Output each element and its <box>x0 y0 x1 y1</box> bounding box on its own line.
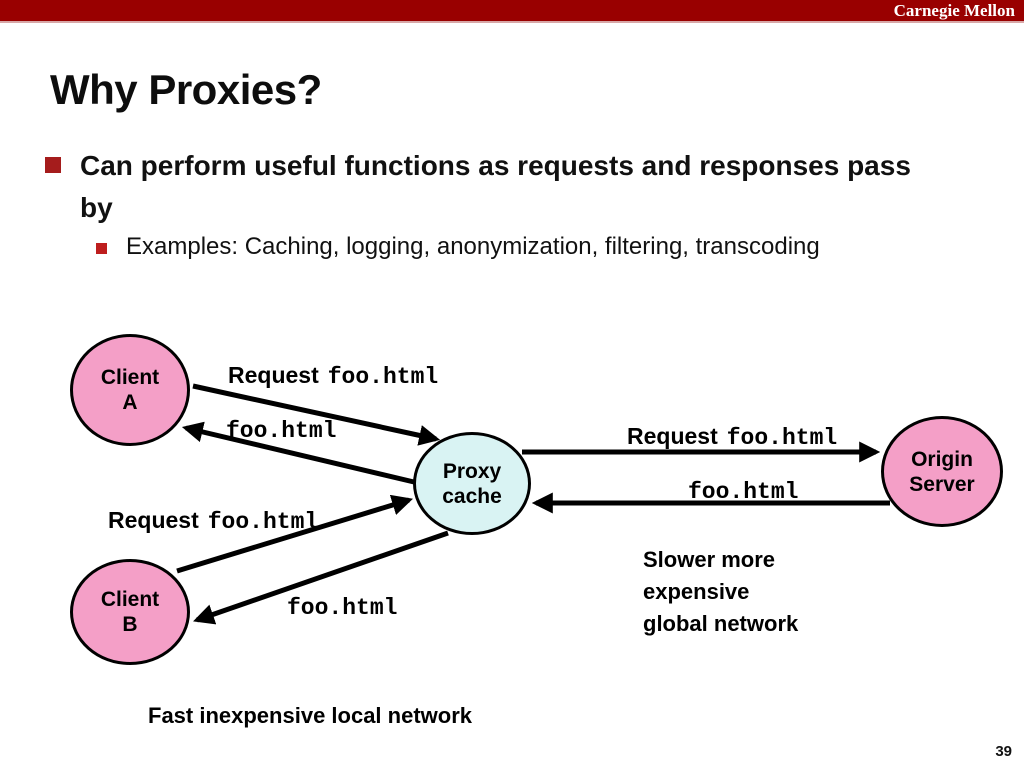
node-client-b-label-line2: B <box>122 613 138 636</box>
bullet-level2-text: Examples: Caching, logging, anonymizatio… <box>126 233 820 260</box>
edge-label-client-a-request: Request foo.html <box>228 362 438 390</box>
bullet-square-icon <box>45 157 61 173</box>
caption-local-network: Fast inexpensive local network <box>148 703 473 728</box>
node-client-b: Client B <box>70 559 190 665</box>
edge-label-client-a-response-file: foo.html <box>226 418 337 444</box>
node-client-a-label-line1: Client <box>100 366 160 389</box>
caption-global-line1: Slower more <box>643 547 776 572</box>
edge-label-origin-proxy-response-file: foo.html <box>688 479 799 505</box>
edge-label-proxy-origin-request: Request foo.html <box>627 423 837 451</box>
node-origin-label-line2: Server <box>909 472 975 496</box>
header-bar: Carnegie Mellon <box>0 0 1024 23</box>
node-origin-label-line1: Origin <box>911 447 973 471</box>
node-client-a-label-line2: A <box>122 391 138 414</box>
node-origin-server: Origin Server <box>881 416 1003 527</box>
edge-label-client-b-response-file: foo.html <box>287 595 398 621</box>
node-proxy-cache: Proxy cache <box>413 432 531 535</box>
edge-label-client-b-request: Request foo.html <box>108 507 318 535</box>
page-number: 39 <box>995 743 1012 760</box>
edge-label-proxy-origin-request-file: foo.html <box>726 425 838 451</box>
edge-label-proxy-origin-request-prefix: Request <box>627 423 718 449</box>
edge-label-client-a-response: foo.html <box>226 416 336 444</box>
edge-label-client-b-request-prefix: Request <box>108 507 199 533</box>
edge-label-client-b-request-file: foo.html <box>207 509 319 535</box>
node-proxy-label-line2: cache <box>442 484 502 508</box>
edge-label-client-b-response: foo.html <box>287 593 397 621</box>
caption-global-network: Slower more expensive global network <box>643 544 798 640</box>
edge-label-origin-proxy-response: foo.html <box>688 477 798 505</box>
node-proxy-label-line1: Proxy <box>442 459 502 483</box>
bullet-level1-line2: by <box>80 192 113 223</box>
edge-label-client-a-request-prefix: Request <box>228 362 319 388</box>
node-client-a: Client A <box>70 334 190 446</box>
page-title: Why Proxies? <box>50 66 322 113</box>
bullet-level1-text: Can perform useful functions as requests… <box>80 145 980 229</box>
node-client-b-label-line1: Client <box>100 588 160 611</box>
caption-global-line2: expensive <box>643 579 750 604</box>
bullet-level1-line1: Can perform useful functions as requests… <box>80 150 911 181</box>
brand-text: Carnegie Mellon <box>893 1 1015 20</box>
sub-bullet-square-icon <box>96 243 107 254</box>
edge-label-client-a-request-file: foo.html <box>327 364 439 390</box>
caption-global-line3: global network <box>643 611 799 636</box>
